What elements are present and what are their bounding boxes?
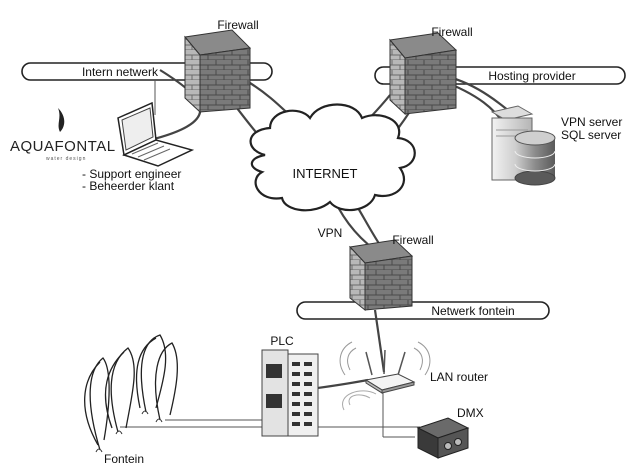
- dmx-label: DMX: [457, 406, 484, 420]
- firewall-3: Firewall: [348, 233, 434, 312]
- lan-router-label: LAN router: [430, 370, 488, 384]
- internet-cloud: INTERNET: [249, 103, 416, 212]
- laptop-icon: [117, 101, 195, 167]
- logo-text: AQUAFONTAL: [10, 138, 116, 155]
- aquafontal-logo: AQUAFONTAL water design: [10, 108, 116, 162]
- logo-flame-icon: [58, 108, 65, 132]
- lan-router: LAN router: [339, 341, 488, 394]
- beheerder-klant-label: - Beheerder klant: [82, 179, 175, 193]
- firewall-1-label: Firewall: [217, 18, 258, 32]
- netwerk-fontein-label: Netwerk fontein: [431, 304, 514, 318]
- intern-netwerk-label: Intern netwerk: [82, 65, 159, 79]
- vpn-server-label: VPN server: [561, 115, 622, 129]
- sql-server-label: SQL server: [561, 128, 621, 142]
- firewall-2: Firewall: [389, 25, 473, 116]
- wifi-waves-right: [413, 341, 431, 376]
- hosting-provider-label: Hosting provider: [488, 69, 575, 83]
- vpn-label: VPN: [318, 226, 343, 240]
- internet-label: INTERNET: [293, 166, 358, 181]
- plc-label: PLC: [270, 334, 294, 348]
- fontein-icon: [84, 334, 178, 453]
- plc-ethernet-port-2: [266, 394, 282, 408]
- database-icon: [514, 130, 556, 186]
- plc-ethernet-port-1: [266, 364, 282, 378]
- cable-firewall3-router: [373, 309, 386, 373]
- firewall-1: Firewall: [184, 18, 259, 114]
- firewall-2-label: Firewall: [431, 25, 472, 39]
- firewall-3-label: Firewall: [392, 233, 433, 247]
- server-stack: VPN server SQL server: [490, 105, 622, 186]
- plc-device: PLC: [261, 334, 319, 437]
- logo-tagline: water design: [46, 156, 86, 162]
- fontein-label: Fontein: [104, 452, 144, 466]
- wifi-waves-left: [339, 341, 357, 376]
- support-engineer-label: - Support engineer: [82, 167, 181, 181]
- dmx-device: DMX: [342, 390, 484, 459]
- netwerk-fontein-bar: Netwerk fontein: [296, 301, 550, 320]
